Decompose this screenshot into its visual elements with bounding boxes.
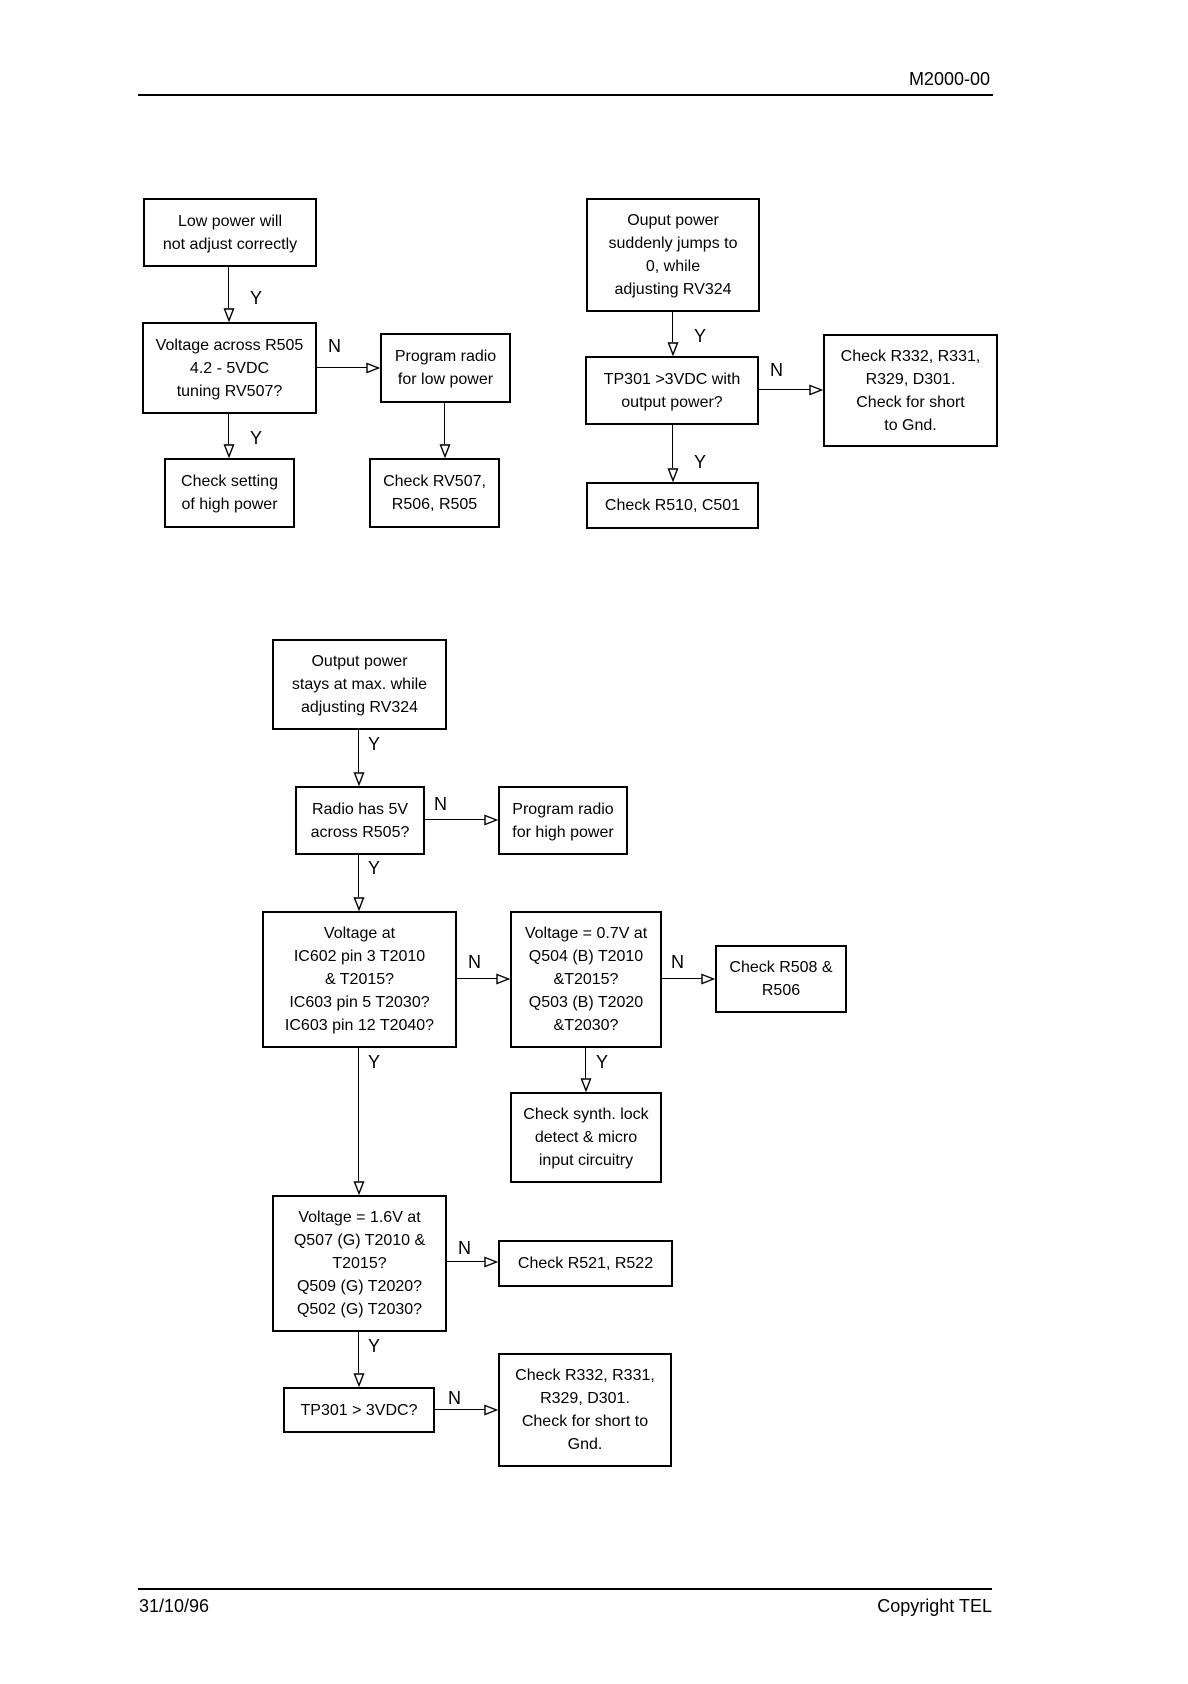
footer-rule	[138, 1588, 992, 1590]
arrowhead-down-icon	[439, 444, 451, 459]
node-program-radio-low: Program radio for low power	[380, 333, 511, 403]
arrowhead-down-icon	[353, 1373, 365, 1388]
connector-om-radio5v-to-program	[424, 819, 485, 820]
node-voltage-r505-question: Voltage across R505 4.2 - 5VDC tuning RV…	[142, 322, 317, 414]
branch-label-yes: Y	[368, 734, 381, 754]
arrowhead-right-icon	[496, 973, 511, 985]
branch-label-yes: Y	[694, 452, 707, 472]
connector-om-start-to-radio5v	[358, 729, 359, 772]
branch-label-yes: Y	[694, 326, 707, 346]
node-voltage-16-question: Voltage = 1.6V at Q507 (G) T2010 & T2015…	[272, 1195, 447, 1332]
branch-label-no: N	[458, 1238, 471, 1258]
doc-number: M2000-00	[908, 69, 990, 89]
connector-lp-start-to-q	[228, 266, 229, 308]
node-program-radio-high: Program radio for high power	[498, 786, 628, 855]
node-check-r508: Check R508 & R506	[715, 945, 847, 1013]
arrowhead-down-icon	[353, 1181, 365, 1196]
arrowhead-right-icon	[366, 362, 381, 374]
node-voltage-ic-question: Voltage at IC602 pin 3 T2010 & T2015? IC…	[262, 911, 457, 1048]
arrowhead-down-icon	[223, 308, 235, 323]
connector-oj-start-to-q	[672, 311, 673, 342]
arrowhead-down-icon	[353, 897, 365, 912]
node-check-r332-bottom: Check R332, R331, R329, D301. Check for …	[498, 1353, 672, 1467]
arrowhead-down-icon	[667, 468, 679, 483]
branch-label-no: N	[770, 360, 783, 380]
arrowhead-right-icon	[701, 973, 716, 985]
node-check-r521: Check R521, R522	[498, 1240, 673, 1287]
connector-om-voltage07-to-r508	[661, 978, 702, 979]
node-check-rv507: Check RV507, R506, R505	[369, 458, 500, 528]
branch-label-no: N	[434, 794, 447, 814]
branch-label-yes: Y	[596, 1052, 609, 1072]
branch-label-no: N	[468, 952, 481, 972]
connector-om-voltage16-to-r521	[446, 1261, 485, 1262]
branch-label-no: N	[448, 1388, 461, 1408]
node-check-r332-top: Check R332, R331, R329, D301. Check for …	[823, 334, 998, 447]
node-low-power-start: Low power will not adjust correctly	[143, 198, 317, 267]
footer-copyright: Copyright TEL	[877, 1596, 992, 1616]
branch-label-yes: Y	[368, 1052, 381, 1072]
node-check-synth-lock: Check synth. lock detect & micro input c…	[510, 1092, 662, 1183]
branch-label-no: N	[671, 952, 684, 972]
connector-om-voltage16-to-tp301	[358, 1331, 359, 1373]
connector-lp-q-to-check	[228, 413, 229, 444]
node-check-high-power-setting: Check setting of high power	[164, 458, 295, 528]
connector-om-voltageic-to-voltage07	[456, 978, 497, 979]
arrowhead-right-icon	[484, 1256, 499, 1268]
branch-label-yes: Y	[368, 858, 381, 878]
branch-label-yes: Y	[368, 1336, 381, 1356]
connector-om-voltage07-to-synth	[585, 1047, 586, 1078]
connector-om-radio5v-to-voltageic	[358, 854, 359, 897]
node-check-r510: Check R510, C501	[586, 482, 759, 529]
arrowhead-down-icon	[667, 342, 679, 357]
node-tp301-question: TP301 > 3VDC?	[283, 1387, 435, 1433]
arrowhead-right-icon	[484, 814, 499, 826]
connector-lp-q-to-program	[316, 367, 367, 368]
branch-label-yes: Y	[250, 288, 263, 308]
arrowhead-right-icon	[484, 1404, 499, 1416]
connector-lp-program-to-check	[444, 402, 445, 444]
node-radio-5v-question: Radio has 5V across R505?	[295, 786, 425, 855]
node-output-max-start: Output power stays at max. while adjusti…	[272, 639, 447, 730]
node-voltage-07-question: Voltage = 0.7V at Q504 (B) T2010 &T2015?…	[510, 911, 662, 1048]
footer-date: 31/10/96	[139, 1596, 210, 1616]
connector-oj-q-to-check332	[758, 389, 810, 390]
arrowhead-down-icon	[353, 772, 365, 787]
branch-label-no: N	[328, 336, 341, 356]
branch-label-yes: Y	[250, 428, 263, 448]
arrowhead-down-icon	[223, 444, 235, 459]
connector-oj-q-to-check510	[672, 424, 673, 468]
arrowhead-right-icon	[809, 384, 824, 396]
arrowhead-down-icon	[580, 1078, 592, 1093]
connector-om-voltageic-to-voltage16	[358, 1047, 359, 1181]
node-output-jumps-start: Ouput power suddenly jumps to 0, while a…	[586, 198, 760, 312]
connector-om-tp301-to-r332	[434, 1409, 485, 1410]
node-tp301-with-power-question: TP301 >3VDC with output power?	[585, 356, 759, 425]
header-rule	[138, 94, 993, 96]
